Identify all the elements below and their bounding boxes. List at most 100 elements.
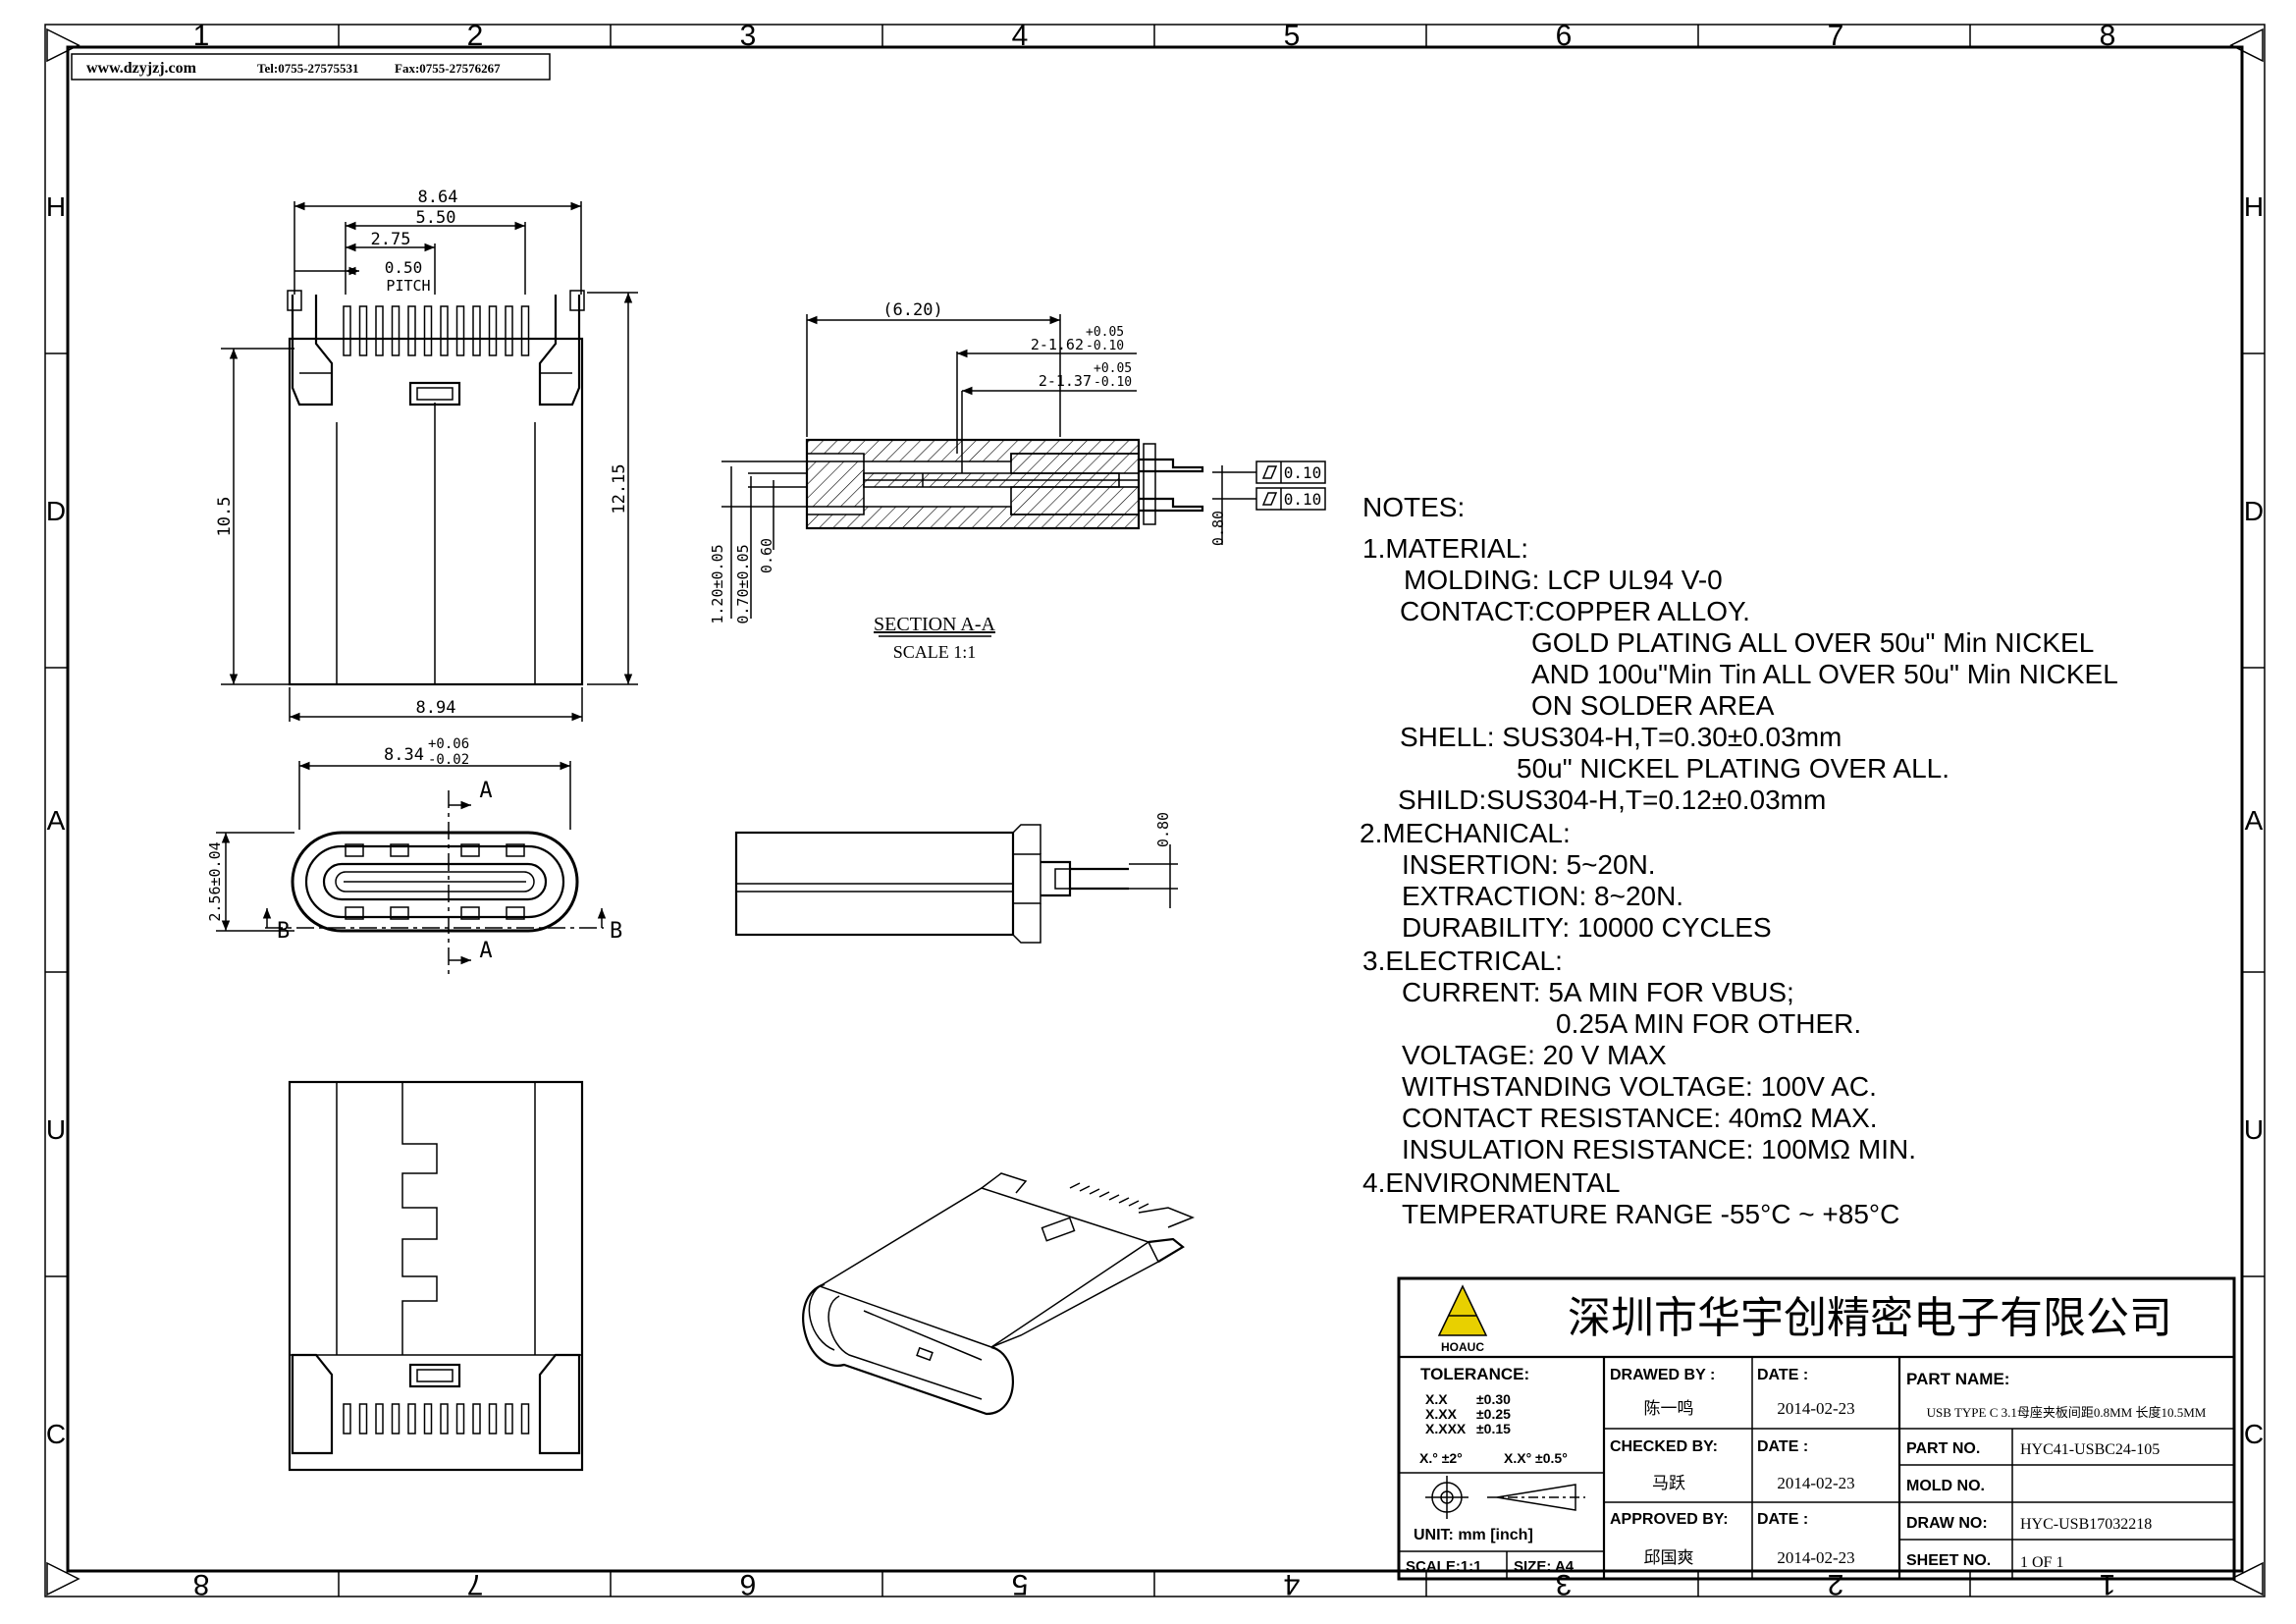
dim-half-span: 2.75 <box>371 230 411 249</box>
approved-by-name: 邱国爽 <box>1644 1548 1694 1567</box>
fax-text: Fax:0755-27576267 <box>395 61 501 76</box>
contact-pin <box>343 305 351 356</box>
contact-pin <box>440 1403 449 1435</box>
note-line: DURABILITY: 10000 CYCLES <box>1402 912 1772 943</box>
sheet-no-label: SHEET NO. <box>1906 1552 1991 1569</box>
drawn-by-name: 陈一鸣 <box>1644 1399 1694 1418</box>
bottom-view <box>288 1080 584 1472</box>
dim-section-d2-minus: -0.10 <box>1094 375 1132 390</box>
note-line: CONTACT RESISTANCE: 40mΩ MAX. <box>1402 1103 1878 1133</box>
note-line: WITHSTANDING VOLTAGE: 100V AC. <box>1402 1071 1877 1102</box>
zone-number: 4 <box>1284 1568 1301 1600</box>
contact-pin <box>488 305 498 356</box>
section-label-a-top: A <box>479 779 492 803</box>
unit-text: UNIT: mm [inch] <box>1414 1527 1533 1543</box>
approved-by-label: APPROVED BY: <box>1610 1511 1729 1528</box>
dim-section-h080: 0.80 <box>1209 511 1227 546</box>
checked-by-name: 马跃 <box>1652 1474 1685 1492</box>
zone-number: 8 <box>2100 20 2116 52</box>
note-line: VOLTAGE: 20 V MAX <box>1402 1040 1667 1070</box>
scale-text: SCALE:1:1 <box>1406 1558 1482 1575</box>
note-line: TEMPERATURE RANGE -55°C ~ +85°C <box>1402 1199 1899 1229</box>
zone-letter: C <box>46 1419 66 1449</box>
dim-front-tol-plus: +0.06 <box>428 736 469 752</box>
isometric-view <box>802 1172 1196 1416</box>
note-line: 4.ENVIRONMENTAL <box>1362 1167 1620 1198</box>
note-line: 0.25A MIN FOR OTHER. <box>1556 1008 1861 1039</box>
section-label-a-bottom: A <box>479 939 492 963</box>
contact-pin <box>407 1403 416 1435</box>
sheet-no-value: 1 OF 1 <box>2020 1554 2063 1571</box>
zone-number: 5 <box>1012 1568 1029 1600</box>
zone-letter: U <box>2244 1114 2264 1145</box>
dim-side-h080: 0.80 <box>1154 812 1172 847</box>
phone-text: Tel:0755-27575531 <box>257 61 359 76</box>
note-line: CONTACT:COPPER ALLOY. <box>1400 596 1750 626</box>
drawing-frame <box>44 24 2266 1597</box>
dim-body-width: 8.94 <box>416 698 456 718</box>
frame-left-letters: H D A U C <box>46 191 66 1449</box>
contact-pin <box>423 305 433 356</box>
tol-value: ±0.30 <box>1476 1391 1511 1407</box>
dim-top-width: 8.64 <box>418 188 458 207</box>
note-line: INSERTION: 5~20N. <box>1402 849 1656 880</box>
dim-body-length: 10.5 <box>215 497 235 537</box>
note-line: EXTRACTION: 8~20N. <box>1402 881 1683 911</box>
dim-pin-span: 5.50 <box>416 208 456 228</box>
part-name-value: USB TYPE C 3.1母座夹板间距0.8MM 长度10.5MM <box>1927 1405 2207 1420</box>
note-line: SHILD:SUS304-H,T=0.12±0.03mm <box>1398 785 1826 815</box>
contact-pin <box>343 1403 351 1435</box>
dim-section-d1: 2-1.62 <box>1031 336 1084 353</box>
header-contact-box: www.dzyjzj.com Tel:0755-27575531 Fax:075… <box>71 53 551 81</box>
zone-letter: C <box>2244 1419 2264 1449</box>
note-line: MOLDING: LCP UL94 V-0 <box>1404 565 1723 595</box>
tol-value: ±0.25 <box>1476 1406 1511 1422</box>
contact-pin <box>375 1403 384 1435</box>
frame-bottom-numbers: 8 7 6 5 4 3 2 1 <box>193 1568 2116 1600</box>
zone-number: 6 <box>1556 20 1573 52</box>
note-line: 50u" NICKEL PLATING OVER ALL. <box>1517 753 1949 784</box>
zone-number: 7 <box>467 1568 484 1600</box>
date-drawn: 2014-02-23 <box>1777 1399 1854 1418</box>
contact-pin <box>440 305 449 356</box>
dim-pitch-value: 0.50 <box>385 258 423 277</box>
tol-key: X.XXX <box>1425 1421 1467 1436</box>
contact-pin <box>505 305 513 356</box>
dim-section-d2-plus: +0.05 <box>1094 361 1132 376</box>
contact-pin <box>423 1403 433 1435</box>
contact-pin <box>455 305 465 356</box>
tolerance-label: TOLERANCE: <box>1420 1365 1529 1383</box>
section-scale: SCALE 1:1 <box>893 642 977 662</box>
side-view: 0.80 <box>734 812 1178 944</box>
tol-key: X.X <box>1425 1391 1448 1407</box>
dim-pitch-label: PITCH <box>386 277 430 295</box>
part-no-label: PART NO. <box>1906 1440 1980 1457</box>
zone-number: 7 <box>1828 20 1844 52</box>
top-view: 8.64 5.50 2.75 0.50 PITCH 10.5 12.15 8.9… <box>215 188 638 722</box>
contact-pin <box>375 305 384 356</box>
contact-pin <box>455 1403 465 1435</box>
date-checked: 2014-02-23 <box>1777 1474 1854 1492</box>
zone-number: 3 <box>1556 1568 1573 1600</box>
zone-number: 1 <box>193 20 210 52</box>
zone-letter: H <box>2244 191 2264 222</box>
logo-text: HOAUC <box>1441 1340 1484 1354</box>
dim-front-width: 8.34 <box>384 745 424 765</box>
flatness-value-1: 0.10 <box>1284 463 1322 482</box>
zone-number: 4 <box>1012 20 1029 52</box>
draw-no-label: DRAW NO: <box>1906 1515 1988 1532</box>
dim-section-h070: 0.70±0.05 <box>734 544 752 623</box>
dim-section-h120: 1.20±0.05 <box>709 544 726 623</box>
dim-section-h060: 0.60 <box>758 538 775 573</box>
dim-section-d1-minus: -0.10 <box>1086 339 1124 353</box>
zone-number: 2 <box>467 20 484 52</box>
zone-letter: U <box>46 1114 66 1145</box>
note-line: 1.MATERIAL: <box>1362 533 1528 564</box>
dim-total-length: 12.15 <box>610 463 629 514</box>
contact-pin <box>358 1403 368 1435</box>
part-name-label: PART NAME: <box>1906 1370 2009 1388</box>
checked-by-label: CHECKED BY: <box>1610 1438 1718 1455</box>
notes-heading: NOTES: <box>1362 492 1465 522</box>
dim-section-length: (6.20) <box>882 300 942 320</box>
